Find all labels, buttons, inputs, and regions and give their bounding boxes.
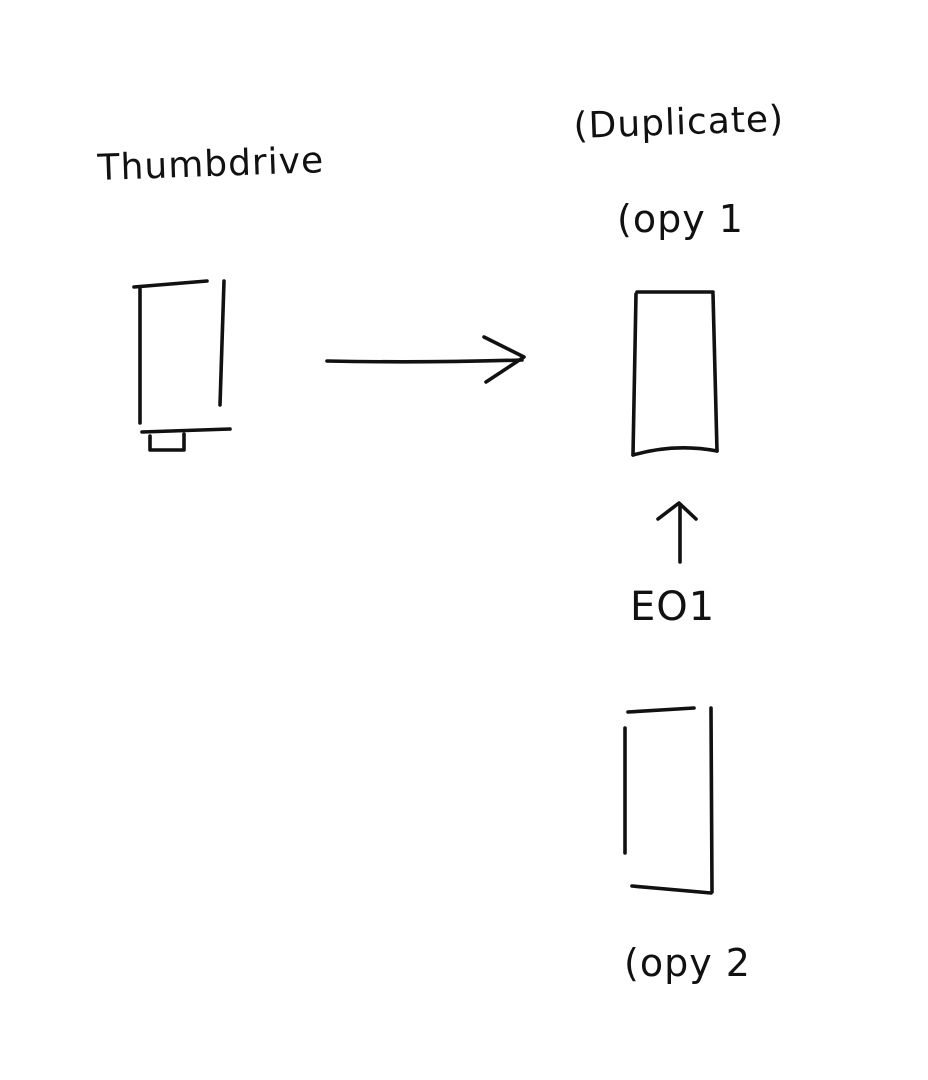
copy-1-label: (opy 1 xyxy=(617,197,744,241)
copy-1-drawing xyxy=(631,290,719,457)
duplicate-label: (Duplicate) xyxy=(573,99,785,147)
thumbdrive-label: Thumbdrive xyxy=(96,140,325,189)
copy-2-drawing xyxy=(623,706,714,895)
copy-2-label: (opy 2 xyxy=(624,941,751,985)
up-arrow xyxy=(656,501,698,564)
eo1-label: EO1 xyxy=(630,584,715,630)
right-arrow xyxy=(325,335,526,384)
thumbdrive-drawing xyxy=(132,279,232,452)
